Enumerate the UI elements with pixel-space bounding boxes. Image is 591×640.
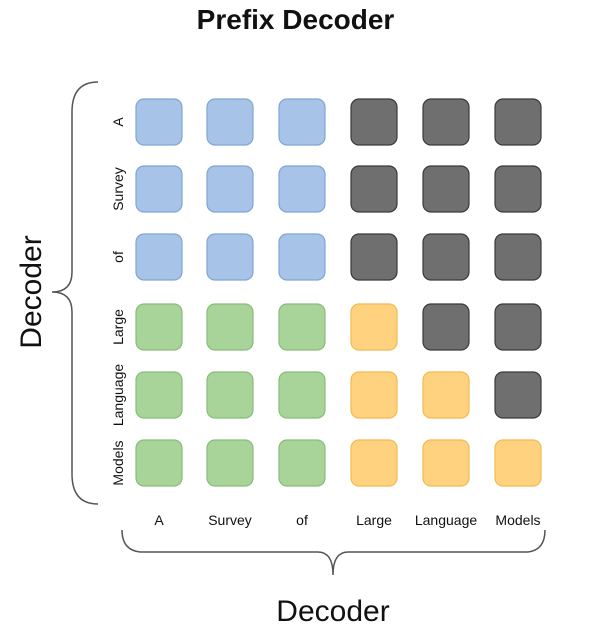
mask-cell-blue <box>278 233 326 281</box>
column-label: Large <box>356 512 392 528</box>
mask-cell-yellow <box>494 439 542 487</box>
mask-cell-gray <box>422 233 470 281</box>
mask-cell-green <box>206 439 254 487</box>
mask-cell-blue <box>206 165 254 213</box>
mask-cell-blue <box>278 165 326 213</box>
mask-cell-gray <box>422 165 470 213</box>
column-label: Models <box>495 512 541 528</box>
mask-cell-gray <box>494 303 542 351</box>
left-brace <box>51 81 99 505</box>
mask-cell-green <box>206 371 254 419</box>
mask-cell-green <box>278 439 326 487</box>
mask-cell-green <box>278 371 326 419</box>
mask-cell-blue <box>206 98 254 146</box>
mask-cell-gray <box>350 233 398 281</box>
column-label: Language <box>414 512 478 528</box>
mask-cell-green <box>135 439 183 487</box>
diagram-title: Prefix Decoder <box>196 4 395 35</box>
mask-cell-gray <box>350 98 398 146</box>
bottom-brace <box>121 529 546 576</box>
mask-cell-blue <box>135 165 183 213</box>
bottom-axis-title: Decoder <box>276 595 390 628</box>
mask-cell-gray <box>422 98 470 146</box>
mask-cell-gray <box>494 233 542 281</box>
mask-cell-green <box>135 303 183 351</box>
row-label: Language <box>110 363 126 427</box>
mask-cell-gray <box>494 371 542 419</box>
mask-cell-gray <box>494 98 542 146</box>
mask-cell-yellow <box>350 371 398 419</box>
row-label: Large <box>110 309 126 345</box>
mask-cell-gray <box>350 165 398 213</box>
mask-cell-blue <box>135 233 183 281</box>
row-label: Models <box>110 440 126 486</box>
row-label: of <box>110 251 126 263</box>
row-label: A <box>110 117 126 127</box>
mask-cell-blue <box>278 98 326 146</box>
mask-cell-green <box>278 303 326 351</box>
cell-group <box>135 98 542 487</box>
mask-cell-blue <box>135 98 183 146</box>
mask-cell-blue <box>206 233 254 281</box>
mask-cell-gray <box>494 165 542 213</box>
column-label: A <box>154 512 164 528</box>
mask-cell-green <box>135 371 183 419</box>
mask-cell-yellow <box>422 371 470 419</box>
mask-cell-yellow <box>350 439 398 487</box>
mask-cell-yellow <box>350 303 398 351</box>
mask-cell-gray <box>422 303 470 351</box>
mask-cell-yellow <box>422 439 470 487</box>
column-label: Survey <box>208 512 252 528</box>
row-label: Survey <box>110 167 126 211</box>
column-label: of <box>296 512 308 528</box>
mask-cell-green <box>206 303 254 351</box>
